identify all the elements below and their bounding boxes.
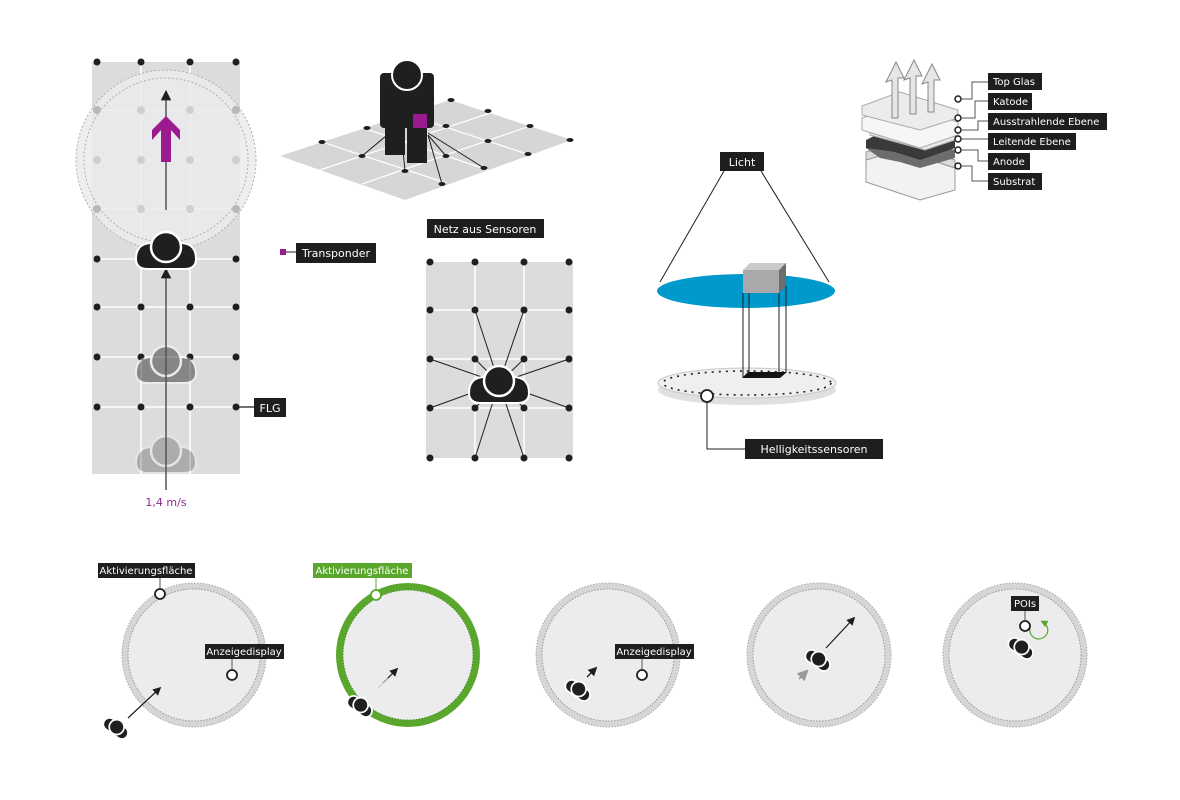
flg-label-bg (254, 398, 286, 417)
light-emission-arrow-icon (885, 58, 941, 119)
light-cone-right (760, 170, 830, 283)
direction-arrow (127, 686, 162, 719)
light-label: Licht (729, 156, 756, 169)
sequence-step-4 (746, 582, 892, 728)
transponder-label-bg (296, 243, 376, 263)
cube-projection (742, 286, 787, 378)
light-panel: Licht Helligkeitssensoren (657, 152, 883, 459)
speed-label: 1,4 m/s (145, 496, 186, 509)
sequence-step-2: Aktivierungsfläche (313, 563, 480, 727)
sequence-step-5: POIs (942, 582, 1088, 728)
floor-disc (657, 367, 837, 399)
flg-label: FLG (260, 402, 281, 415)
direction-arrow (825, 616, 856, 649)
activation-zone (342, 589, 474, 721)
layer-label-top-glas: Top Glas (992, 77, 1035, 88)
display-marker (636, 669, 648, 681)
shadow-footprint (742, 372, 787, 378)
sensor-net-nodes (426, 258, 573, 462)
label-aktivierungsflaeche-active: Aktivierungsfläche (316, 566, 409, 577)
oled-layer-markers (954, 95, 962, 170)
iso-sensor-lines (361, 132, 485, 185)
iso-person (380, 59, 434, 163)
sensor-net-panel: Netz aus Sensoren (426, 219, 573, 462)
oled-panel: Top Glas Katode Ausstrahlende Ebene Leit… (861, 58, 1107, 201)
layer-label-ausstrahlende-ebene: Ausstrahlende Ebene (993, 117, 1099, 128)
label-aktivierungsflaeche: Aktivierungsfläche (100, 566, 193, 577)
light-cone-left (659, 170, 725, 283)
sensor-label: Helligkeitssensoren (761, 443, 868, 456)
corridor-panel: FLG 1,4 m/s (75, 58, 286, 509)
sensor-nodes (93, 58, 240, 411)
transponder-label: Transponder (301, 247, 371, 260)
light-label-bg (720, 152, 764, 171)
poi-marker (1019, 620, 1031, 632)
person-mini-icon (100, 712, 132, 743)
transponder-icon (413, 114, 427, 128)
sensor-net-title: Netz aus Sensoren (434, 223, 537, 236)
sensor-net-title-bg (427, 219, 544, 238)
arrow-up-icon (152, 116, 180, 162)
label-anzeigedisplay: Anzeigedisplay (206, 647, 281, 658)
display-marker (226, 669, 238, 681)
layer-label-anode: Anode (993, 157, 1025, 168)
label-pois: POIs (1014, 599, 1036, 610)
oled-layer-labels: Top Glas Katode Ausstrahlende Ebene Leit… (988, 73, 1107, 190)
brightness-sensor-marker (700, 389, 714, 403)
layer-label-katode: Katode (993, 97, 1028, 108)
activation-marker (154, 588, 166, 600)
turn-arrow-icon (1029, 620, 1049, 640)
iso-panel: Transponder (280, 59, 574, 263)
sensor-net-floor (426, 262, 573, 458)
activation-marker (370, 589, 382, 601)
direction-arrow (586, 666, 598, 678)
layer-label-substrat: Substrat (993, 177, 1035, 188)
iso-sensor-nodes (318, 98, 574, 186)
sensor-leader (706, 402, 746, 450)
cube-icon (743, 263, 786, 293)
sensor-ring (662, 370, 832, 396)
person-iso-icon (391, 59, 423, 91)
sequence-step-1: Aktivierungsfläche Anzeigedisplay (98, 563, 284, 743)
sensor-label-bg (745, 439, 883, 459)
sensor-nodes-faded (93, 106, 240, 213)
label-anzeigedisplay: Anzeigedisplay (616, 647, 691, 658)
oled-leaders (961, 81, 988, 182)
direction-arrow (387, 667, 399, 679)
layer-label-leitende-ebene: Leitende Ebene (993, 137, 1071, 148)
previous-direction-arrow (796, 669, 809, 682)
transponder-legend-swatch (280, 249, 286, 255)
sequence-step-3: Anzeigedisplay (535, 582, 694, 728)
